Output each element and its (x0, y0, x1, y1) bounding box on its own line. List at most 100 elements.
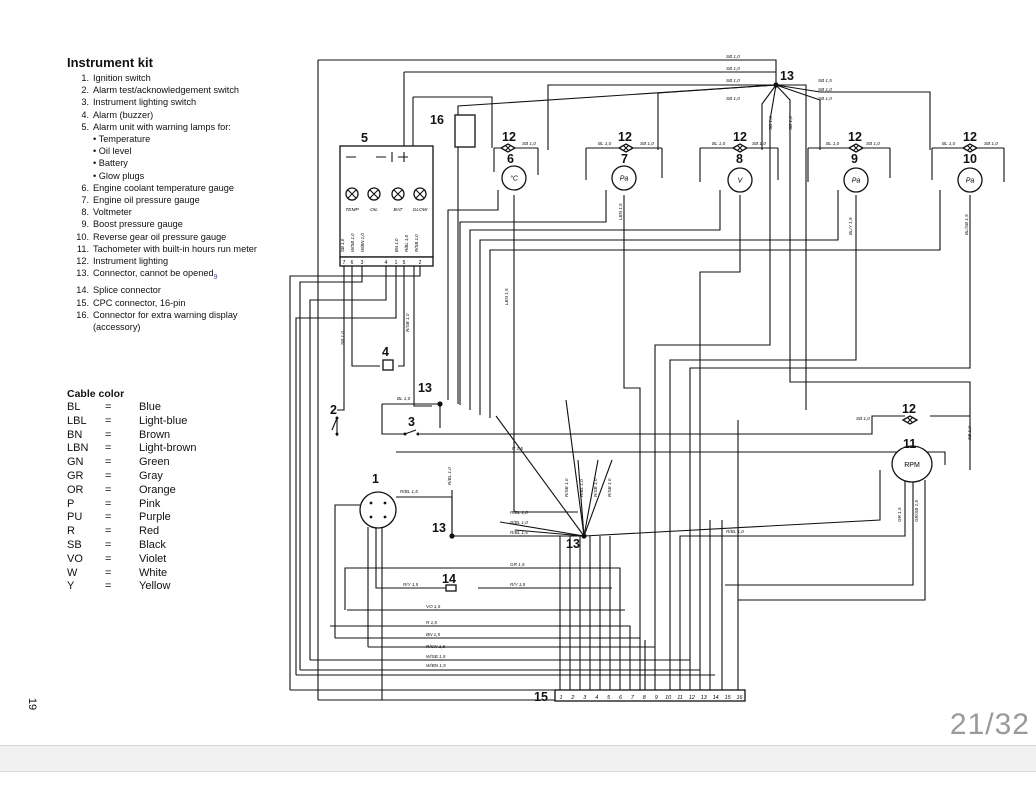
lighting-switch (403, 429, 420, 436)
legend-item-number: 11. (76, 243, 89, 254)
cable-color-equals: = (105, 538, 112, 551)
instrument-kit-legend: Instrument kit 1.Ignition switch 2.Alarm… (67, 55, 287, 333)
splice-node-middle (437, 401, 443, 407)
cable-color-name: Brown (139, 428, 171, 441)
cable-color-equals: = (105, 414, 112, 427)
cpc-pin-number: 4 (595, 695, 598, 701)
cable-color-name: Red (139, 525, 160, 538)
cpc-pin-number: 3 (583, 695, 586, 701)
cable-color-row: OR=Orange (67, 484, 196, 498)
label-14: 14 (442, 572, 456, 586)
legend-item: 12.Instrument lighting (67, 255, 287, 267)
wire-label: R/BL 1,0 (726, 529, 744, 534)
legend-item: 6.Engine coolant temperature gauge (67, 182, 287, 194)
alarm-unit-box (339, 145, 434, 258)
ignition-switch (359, 491, 397, 529)
legend-item: 8. Voltmeter (67, 206, 287, 218)
lamp-filament (737, 145, 743, 151)
wire-label: VO 1,5 (426, 604, 441, 609)
gauge-symbol: Pa (852, 178, 861, 185)
cable-color-row: PU=Purple (67, 511, 196, 525)
wire-label: R/BL 1,5 (510, 530, 528, 535)
label-13-left: 13 (432, 521, 446, 535)
legend-item: 15.CPC connector, 16-pin (67, 297, 287, 309)
legend-item-text: Instrument lighting (93, 256, 169, 267)
legend-item: 10.Reverse gear oil pressure gauge (67, 231, 287, 243)
wire-label: R/Y 1,5 (510, 582, 526, 587)
wire-label: SB 1,0 (788, 116, 793, 130)
alarm-pin-number: 5 (403, 260, 406, 266)
legend-subitem: • Battery (93, 158, 128, 169)
wire-label: BL 1,0 (826, 141, 840, 146)
cable-color-code: P (67, 497, 75, 510)
wire-label: W/SB 1,5 (426, 654, 446, 659)
gauge-symbol: °C (510, 175, 519, 183)
cpc-pin-number: 7 (631, 695, 635, 701)
label-2: 2 (330, 403, 337, 417)
wire-label: R/SB 1,0 (564, 478, 569, 497)
ignition-contact (383, 515, 387, 519)
cable-color-code: OR (67, 483, 84, 496)
splice-connector (445, 584, 457, 592)
alarm-pin-number: 6 (351, 260, 354, 266)
legend-item: 5.Alarm unit with warning lamps for: (67, 121, 287, 133)
legend-item-text: Engine oil pressure gauge (93, 195, 200, 206)
cpc-pin-number: 1 (560, 695, 563, 701)
document-page: Instrument kit 1.Ignition switch 2.Alarm… (26, 54, 1029, 741)
cable-color-code: GR (67, 469, 84, 482)
cable-color-equals: = (105, 525, 112, 538)
legend-item-text: CPC connector, 16-pin (93, 297, 186, 308)
cable-color-code: Y (67, 580, 75, 593)
alarm-pin-number: 1 (395, 260, 398, 266)
legend-item: 11. Tachometer with built-in hours run me… (67, 243, 287, 255)
legend-item-text: Tachometer with built-in hours run meter (93, 243, 257, 254)
tachometer: RPM (891, 445, 933, 483)
wire-label: R/SB 1,0 (593, 478, 598, 497)
cable-color-equals: = (105, 580, 112, 593)
label-13-bottom: 13 (566, 537, 580, 551)
cable-color-name: Black (139, 538, 166, 551)
legend-list: 1.Ignition switch 2.Alarm test/acknowled… (67, 72, 287, 133)
legend-item-number: 14. (76, 285, 89, 296)
wire-label: R/SB 1,0 (405, 313, 410, 332)
lamp-cross (347, 189, 357, 199)
label-1: 1 (372, 472, 379, 486)
legend-item-number: 8. (81, 207, 89, 218)
legend-item-text: Voltmeter (93, 207, 132, 218)
legend-item: 1.Ignition switch (67, 72, 287, 84)
wire-label: R/BL 1,0 (579, 479, 584, 497)
cable-color-code: VO (67, 552, 83, 565)
cable-color-equals: = (105, 483, 112, 496)
lamp-cross (415, 189, 425, 199)
cpc-pin-number: 10 (665, 695, 671, 701)
legend-item-number: 7. (81, 195, 89, 206)
footnote-link[interactable]: 9 (213, 274, 218, 282)
splice-node-bottom (581, 533, 587, 539)
wire-label: SB 1,0 (984, 141, 998, 146)
cable-color-name: White (139, 566, 168, 579)
tachometer-body (891, 445, 933, 483)
wire-label: SB 1,0 (522, 141, 536, 146)
cable-color-row: BN=Brown (67, 429, 196, 443)
cable-color-equals: = (105, 456, 112, 469)
wire-label: R/BL 1,5 (400, 489, 418, 494)
wire-label: SB 1,0 (726, 96, 740, 101)
cable-color-name: Blue (139, 401, 162, 413)
cable-color-code: PU (67, 511, 83, 524)
cable-color-row: R=Red (67, 525, 196, 539)
cable-color-row: GN=Green (67, 456, 196, 470)
wire-label: LBN 1,5 (504, 288, 509, 305)
alarm-pin-number: 4 (385, 260, 388, 266)
label-5: 5 (361, 131, 368, 145)
cpc-pin-number: 16 (737, 695, 743, 701)
wire-label: SB 1,0 (340, 331, 345, 345)
switch-contact (403, 432, 407, 436)
legend-item-text: Connector for extra warning display (acc… (93, 309, 238, 333)
wire-label: SB 1,0 (818, 87, 832, 92)
label-11: 11 (903, 437, 916, 451)
wire-label: BL/SB 1,5 (964, 214, 969, 235)
alarm-wire-label: R/SB 1,0 (414, 234, 419, 252)
wire-label: SB 1,0 (967, 426, 972, 440)
